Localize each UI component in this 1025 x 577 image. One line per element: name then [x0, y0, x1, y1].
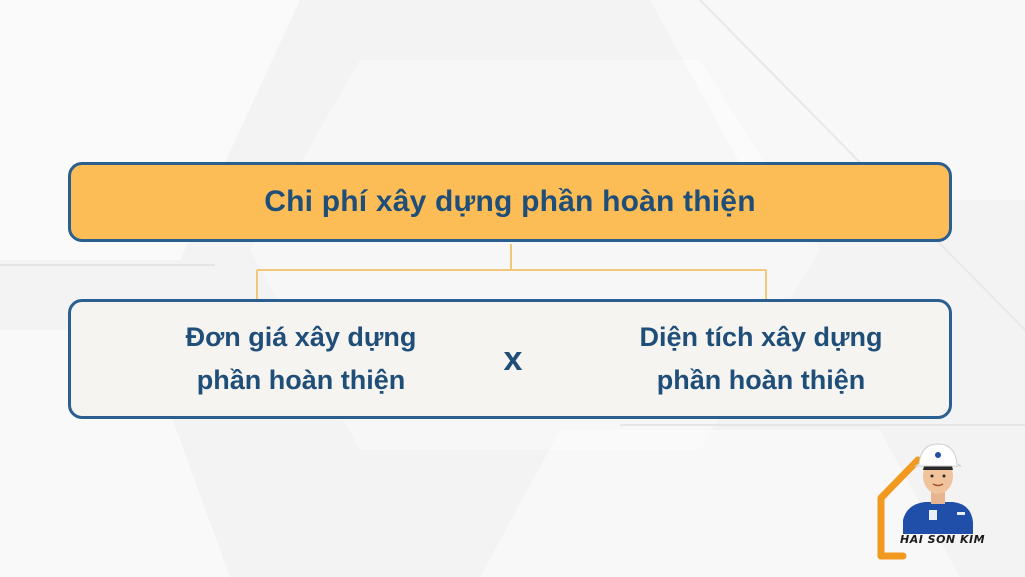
brand-logo: HAI SON KIM — [873, 438, 985, 564]
unit-price-term: Đơn giá xây dựng phần hoàn thiện — [111, 302, 491, 416]
unit-price-line-2: phần hoàn thiện — [196, 365, 406, 395]
area-line-2: phần hoàn thiện — [656, 365, 866, 395]
area-line-1: Diện tích xây dựng — [639, 322, 883, 352]
area-term: Diện tích xây dựng phần hoàn thiện — [571, 302, 951, 416]
brand-name: HAI SON KIM — [900, 533, 986, 546]
formula-box: Đơn giá xây dựng phần hoàn thiện x Diện … — [68, 299, 952, 419]
multiply-operator: x — [503, 339, 523, 378]
diagram-title: Chi phí xây dựng phần hoàn thiện — [264, 185, 756, 218]
unit-price-line-1: Đơn giá xây dựng — [185, 322, 417, 352]
house-mascot-icon — [877, 443, 973, 560]
title-box: Chi phí xây dựng phần hoàn thiện — [68, 162, 952, 242]
